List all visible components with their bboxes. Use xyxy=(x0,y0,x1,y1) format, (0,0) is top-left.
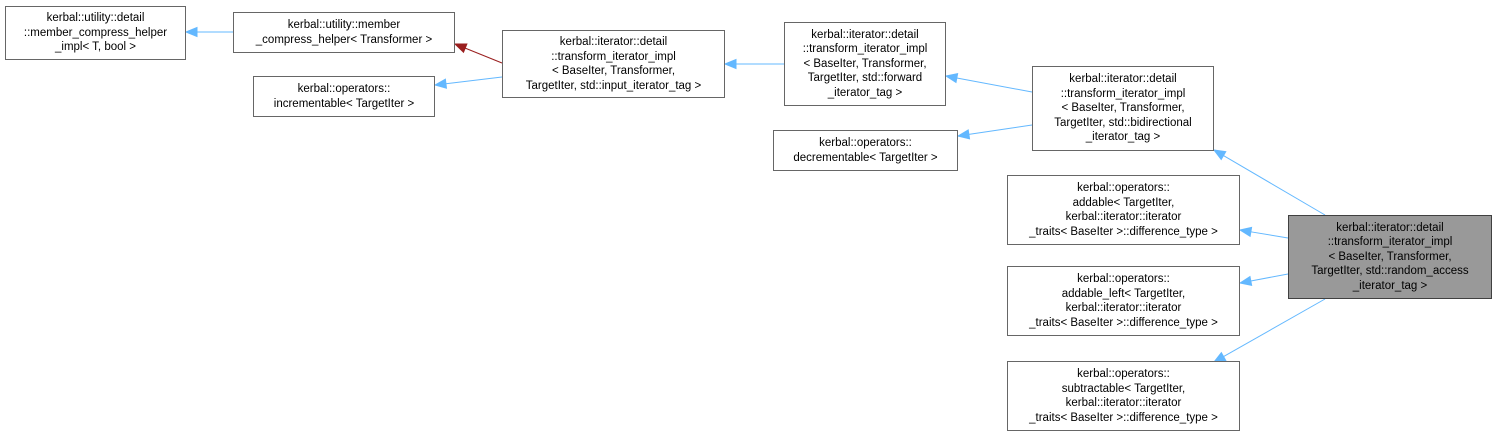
node-label-line: _iterator_tag > xyxy=(1085,131,1161,144)
addable-node[interactable]: kerbal::operators::addable< TargetIter,k… xyxy=(1007,175,1240,245)
edge-arrowhead-icon xyxy=(1212,149,1227,161)
transform-iterator-impl-input-node[interactable]: kerbal::iterator::detail::transform_iter… xyxy=(502,30,725,98)
node-label-line: < BaseIter, Transformer, xyxy=(551,65,676,77)
edge-arrowhead-icon xyxy=(1238,275,1253,287)
node-label-line: ::transform_iterator_impl xyxy=(1060,87,1186,100)
node-label-line: TargetIter, std::random_access xyxy=(1311,265,1469,278)
edge-line xyxy=(956,77,1033,93)
node-label-line: addable< TargetIter, xyxy=(1072,196,1175,209)
edge-n_impl_random-to-n_addable_left xyxy=(1238,273,1289,287)
edge-n_impl_input-to-n_compress_helper xyxy=(453,43,503,64)
incrementable-node[interactable]: kerbal::operators::incrementable< Target… xyxy=(253,76,435,117)
node-label-line: _compress_helper< Transformer > xyxy=(255,33,433,46)
transform-iterator-impl-forward-node[interactable]: kerbal::iterator::detail::transform_iter… xyxy=(784,22,946,106)
edge-arrowhead-icon xyxy=(944,72,959,84)
edge-n_impl_bidir-to-n_impl_forward xyxy=(944,72,1033,93)
node-label-line: kerbal::iterator::detail xyxy=(1069,73,1177,86)
edge-arrowhead-icon xyxy=(453,43,468,54)
node-label-line: decrementable< TargetIter > xyxy=(793,151,938,164)
node-label-line: addable_left< TargetIter, xyxy=(1061,287,1186,300)
edge-line xyxy=(445,76,503,85)
node-label-line: < BaseIter, Transformer, xyxy=(1328,250,1452,263)
node-label-line: kerbal::iterator::detail xyxy=(559,36,668,48)
member-compress-helper-impl-node[interactable]: kerbal::utility::detail::member_compress… xyxy=(5,6,186,60)
node-label-line: kerbal::iterator::detail xyxy=(811,28,919,41)
edge-arrowhead-icon xyxy=(433,78,448,89)
edge-arrowhead-icon xyxy=(956,129,971,140)
node-label-line: ::transform_iterator_impl xyxy=(1327,236,1453,249)
subtractable-node[interactable]: kerbal::operators::subtractable< TargetI… xyxy=(1007,361,1240,431)
node-label-line: kerbal::iterator::detail xyxy=(1336,221,1444,234)
node-label-line: subtractable< TargetIter, xyxy=(1061,382,1186,395)
edge-line xyxy=(968,124,1033,135)
edge-arrowhead-icon xyxy=(723,58,737,70)
node-label-line: _iterator_tag > xyxy=(1352,279,1428,292)
edge-n_impl_input-to-n_incrementable xyxy=(433,76,503,89)
edge-n_impl_bidir-to-n_decrementable xyxy=(956,124,1033,140)
node-label-line: kerbal::iterator::iterator xyxy=(1065,211,1182,223)
edge-arrowhead-icon xyxy=(1238,226,1253,238)
decrementable-node[interactable]: kerbal::operators::decrementable< Target… xyxy=(773,130,958,171)
node-label-line: < BaseIter, Transformer, xyxy=(803,57,927,70)
node-label-line: < BaseIter, Transformer, xyxy=(1061,102,1185,115)
edge-arrowhead-icon xyxy=(184,26,198,38)
edge-line xyxy=(465,47,503,64)
node-label-line: kerbal::utility::detail xyxy=(46,12,145,25)
node-label-line: kerbal::operators:: xyxy=(1077,182,1170,194)
node-label-line: ::transform_iterator_impl xyxy=(551,50,676,63)
edge-n_impl_random-to-n_impl_bidir xyxy=(1212,149,1326,216)
node-label-line: kerbal::operators:: xyxy=(1077,368,1170,380)
transform-iterator-impl-bidirectional-node[interactable]: kerbal::iterator::detail::transform_iter… xyxy=(1032,66,1214,151)
edge-line xyxy=(1250,273,1289,282)
node-label-line: kerbal::iterator::iterator xyxy=(1065,397,1182,409)
node-label-line: _traits< BaseIter >::difference_type > xyxy=(1029,316,1218,329)
edge-n_compress_helper-to-n_compress_helper_impl xyxy=(184,26,233,38)
node-label-line: _traits< BaseIter >::difference_type > xyxy=(1029,225,1218,238)
transform-iterator-impl-random-access-node: kerbal::iterator::detail::transform_iter… xyxy=(1288,215,1492,299)
node-label-line: _iterator_tag > xyxy=(827,86,903,99)
node-label-line: _traits< BaseIter >::difference_type > xyxy=(1029,411,1218,424)
edge-line xyxy=(1250,231,1289,239)
node-label-line: kerbal::iterator::iterator xyxy=(1065,302,1182,314)
edge-line xyxy=(1223,298,1326,358)
edge-n_impl_random-to-n_addable xyxy=(1238,226,1289,239)
edge-n_impl_forward-to-n_impl_input xyxy=(723,58,784,70)
node-label-line: ::transform_iterator_impl xyxy=(802,43,928,56)
addable-left-node[interactable]: kerbal::operators::addable_left< TargetI… xyxy=(1007,266,1240,336)
node-label-line: kerbal::operators:: xyxy=(297,83,391,95)
member-compress-helper-node[interactable]: kerbal::utility::member_compress_helper<… xyxy=(233,12,455,53)
edge-line xyxy=(1223,155,1326,216)
node-label-line: ::member_compress_helper xyxy=(23,26,168,39)
node-label-line: TargetIter, std::bidirectional xyxy=(1054,116,1192,129)
node-label-line: kerbal::utility::member xyxy=(287,19,401,31)
node-label-line: kerbal::operators:: xyxy=(1077,273,1170,285)
node-label-line: incrementable< TargetIter > xyxy=(273,97,415,110)
node-label-line: TargetIter, std::input_iterator_tag > xyxy=(525,79,702,92)
node-label-line: kerbal::operators:: xyxy=(819,137,912,149)
node-label-line: _impl< T, bool > xyxy=(55,41,136,54)
node-label-line: TargetIter, std::forward xyxy=(807,72,923,85)
